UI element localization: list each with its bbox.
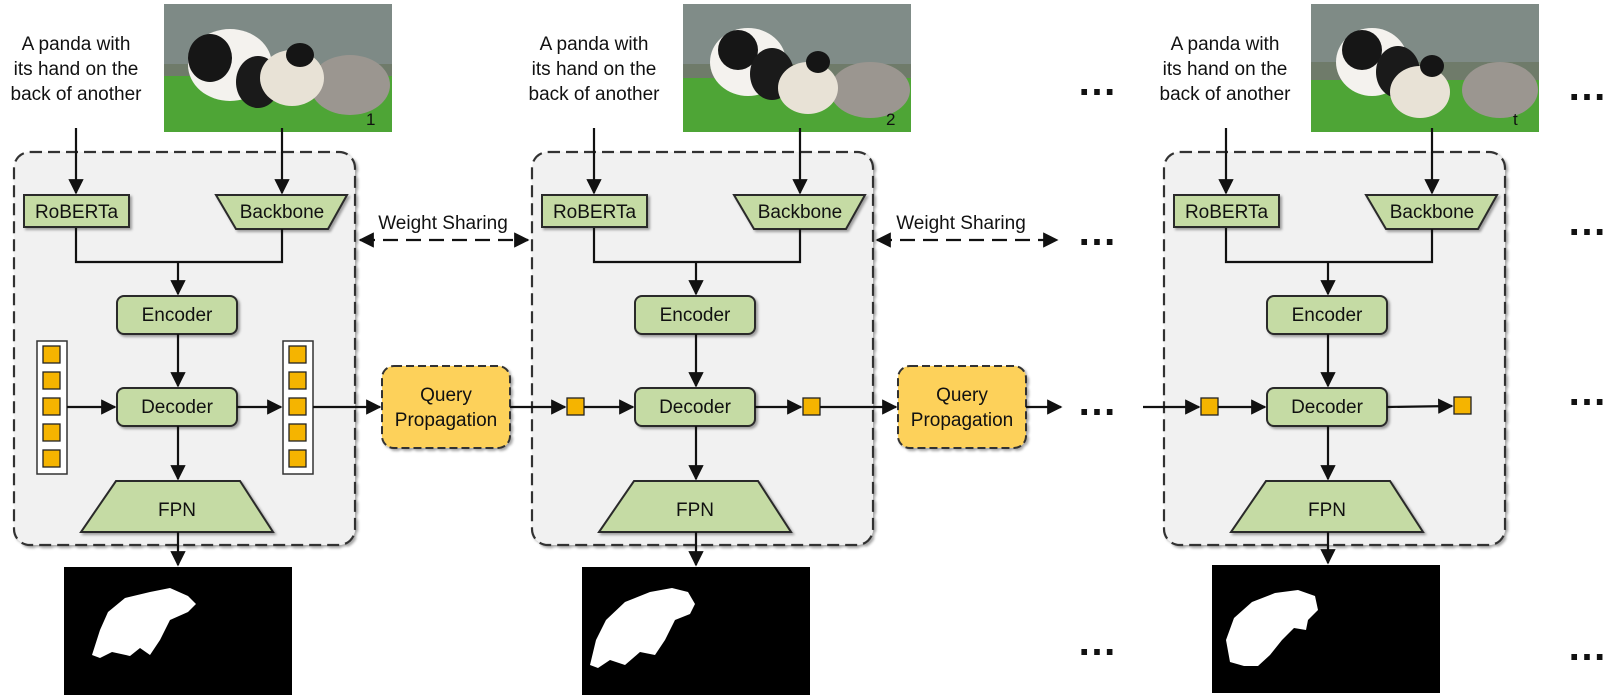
- fpn-label-2: FPN: [676, 500, 714, 521]
- video-frame-2: 2: [683, 4, 911, 132]
- ellipsis-top-right: …: [1567, 65, 1609, 109]
- caption-1-line-1: A panda with: [22, 34, 131, 55]
- roberta-label-t: RoBERTa: [1185, 202, 1269, 223]
- model-panel-2: [530, 150, 875, 547]
- roberta-box-1: [23, 194, 130, 228]
- output-mask-2: [582, 567, 810, 695]
- output-mask-t: [1212, 565, 1440, 693]
- backbone-label-t: Backbone: [1390, 202, 1475, 223]
- caption-1-line-2: its hand on the: [14, 59, 139, 80]
- caption-2-line-3: back of another: [529, 84, 661, 105]
- model-panel-t: [1162, 150, 1507, 547]
- encoder-label-2: Encoder: [660, 305, 731, 326]
- query-propagation-box-1: [381, 365, 511, 449]
- query-token-in-t: [1200, 397, 1219, 416]
- roberta-label-1: RoBERTa: [35, 202, 119, 223]
- query-token-in-2: [566, 397, 585, 416]
- query-token-out-2: [802, 397, 821, 416]
- backbone-box-1: [214, 194, 349, 230]
- weight-sharing-label-1: Weight Sharing: [378, 213, 508, 234]
- fpn-label-1: FPN: [158, 500, 196, 521]
- ellipsis-query-middle: …: [1077, 380, 1119, 424]
- frame-number-1: 1: [366, 110, 375, 129]
- video-frame-t: t: [1311, 4, 1539, 132]
- ellipsis-weight-middle: …: [1077, 210, 1119, 254]
- model-panel-1: [12, 150, 357, 547]
- query-propagation-label-1-line-1: Query: [420, 385, 472, 406]
- ellipsis-query-right: …: [1567, 370, 1609, 414]
- caption-2-line-1: A panda with: [540, 34, 649, 55]
- ellipsis-mask-right: …: [1567, 625, 1609, 669]
- backbone-label-1: Backbone: [240, 202, 325, 223]
- video-frame-1: 1: [164, 4, 392, 132]
- decoder-label-t: Decoder: [1291, 397, 1363, 418]
- query-propagation-label-1-line-2: Propagation: [395, 410, 497, 431]
- caption-2-line-2: its hand on the: [532, 59, 657, 80]
- fpn-box-t: [1229, 480, 1425, 533]
- query-propagation-box-2: [897, 365, 1027, 449]
- encoder-label-1: Encoder: [142, 305, 213, 326]
- encoder-label-t: Encoder: [1292, 305, 1363, 326]
- roberta-box-t: [1173, 194, 1280, 228]
- frame-number-2: 2: [886, 110, 895, 129]
- ellipsis-top-middle: …: [1077, 60, 1119, 104]
- frame-number-t: t: [1513, 110, 1518, 129]
- query-token-out-t: [1453, 396, 1472, 415]
- caption-1-line-3: back of another: [11, 84, 143, 105]
- caption-t-line-2: its hand on the: [1163, 59, 1288, 80]
- query-propagation-label-2-line-1: Query: [936, 385, 988, 406]
- roberta-label-2: RoBERTa: [553, 202, 637, 223]
- query-stack-in-1: [36, 340, 68, 475]
- roberta-box-2: [541, 194, 648, 228]
- caption-t-line-3: back of another: [1160, 84, 1292, 105]
- fpn-label-t: FPN: [1308, 500, 1346, 521]
- caption-t-line-1: A panda with: [1171, 34, 1280, 55]
- frame-1: A panda with its hand on the back of ano…: [11, 4, 392, 695]
- fpn-box-1: [79, 480, 275, 533]
- query-propagation-label-2-line-2: Propagation: [911, 410, 1013, 431]
- backbone-label-2: Backbone: [758, 202, 843, 223]
- frame-2: A panda with its hand on the back of ano…: [529, 4, 911, 695]
- decoder-label-2: Decoder: [659, 397, 731, 418]
- query-stack-out-1: [282, 340, 314, 475]
- backbone-box-t: [1364, 194, 1499, 230]
- fpn-box-2: [597, 480, 793, 533]
- output-mask-1: [64, 567, 292, 695]
- ellipsis-weight-right: …: [1567, 200, 1609, 244]
- weight-sharing-label-2: Weight Sharing: [896, 213, 1026, 234]
- backbone-box-2: [732, 194, 867, 230]
- frame-t: A panda with its hand on the back of ano…: [1160, 4, 1539, 693]
- decoder-label-1: Decoder: [141, 397, 213, 418]
- ellipsis-mask-middle: …: [1077, 620, 1119, 664]
